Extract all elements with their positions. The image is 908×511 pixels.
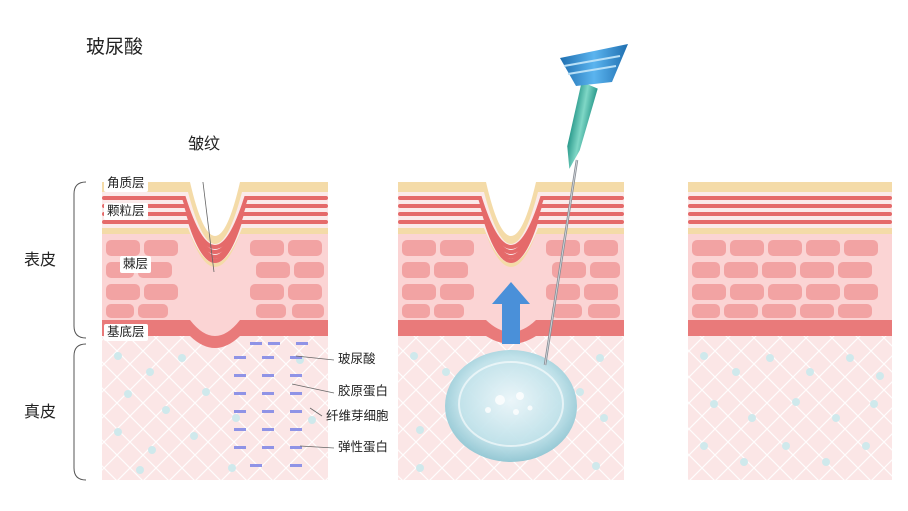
legend-elastin: 弹性蛋白: [338, 439, 389, 454]
layer-basal: 基底层: [104, 324, 148, 341]
layer-stratum-corneum: 角质层: [104, 175, 148, 192]
elastin-dashes: [234, 342, 308, 467]
panel-smooth-skin: [688, 182, 892, 480]
legend-pointers: [291, 355, 335, 449]
layer-spinous: 棘层: [120, 256, 152, 273]
needle-icon: [543, 44, 628, 366]
basal-layer: [102, 320, 328, 348]
hyaluronic-acid-bolus: [445, 350, 577, 462]
panel-injection: [398, 182, 624, 480]
granular-layer: [102, 196, 328, 263]
legend-fibroblast: 纤维芽细胞: [326, 408, 389, 423]
legend-hyaluronic-acid: 玻尿酸: [338, 351, 376, 366]
region-epidermis: 表皮: [24, 250, 57, 269]
panel-wrinkled-skin: [102, 182, 328, 480]
legend-collagen: 胶原蛋白: [338, 383, 389, 398]
page-title: 玻尿酸: [86, 36, 144, 58]
fibroblast-cells: [114, 352, 316, 474]
layer-granular: 颗粒层: [104, 203, 148, 220]
wrinkle-label: 皱纹: [188, 134, 221, 153]
epidermis-bracket: [73, 181, 87, 339]
wrinkle-pointer: [202, 182, 215, 273]
region-dermis: 真皮: [24, 402, 57, 421]
spinous-cells: [106, 240, 324, 318]
dermis-bracket: [73, 343, 87, 481]
up-arrow-icon: [492, 282, 530, 344]
